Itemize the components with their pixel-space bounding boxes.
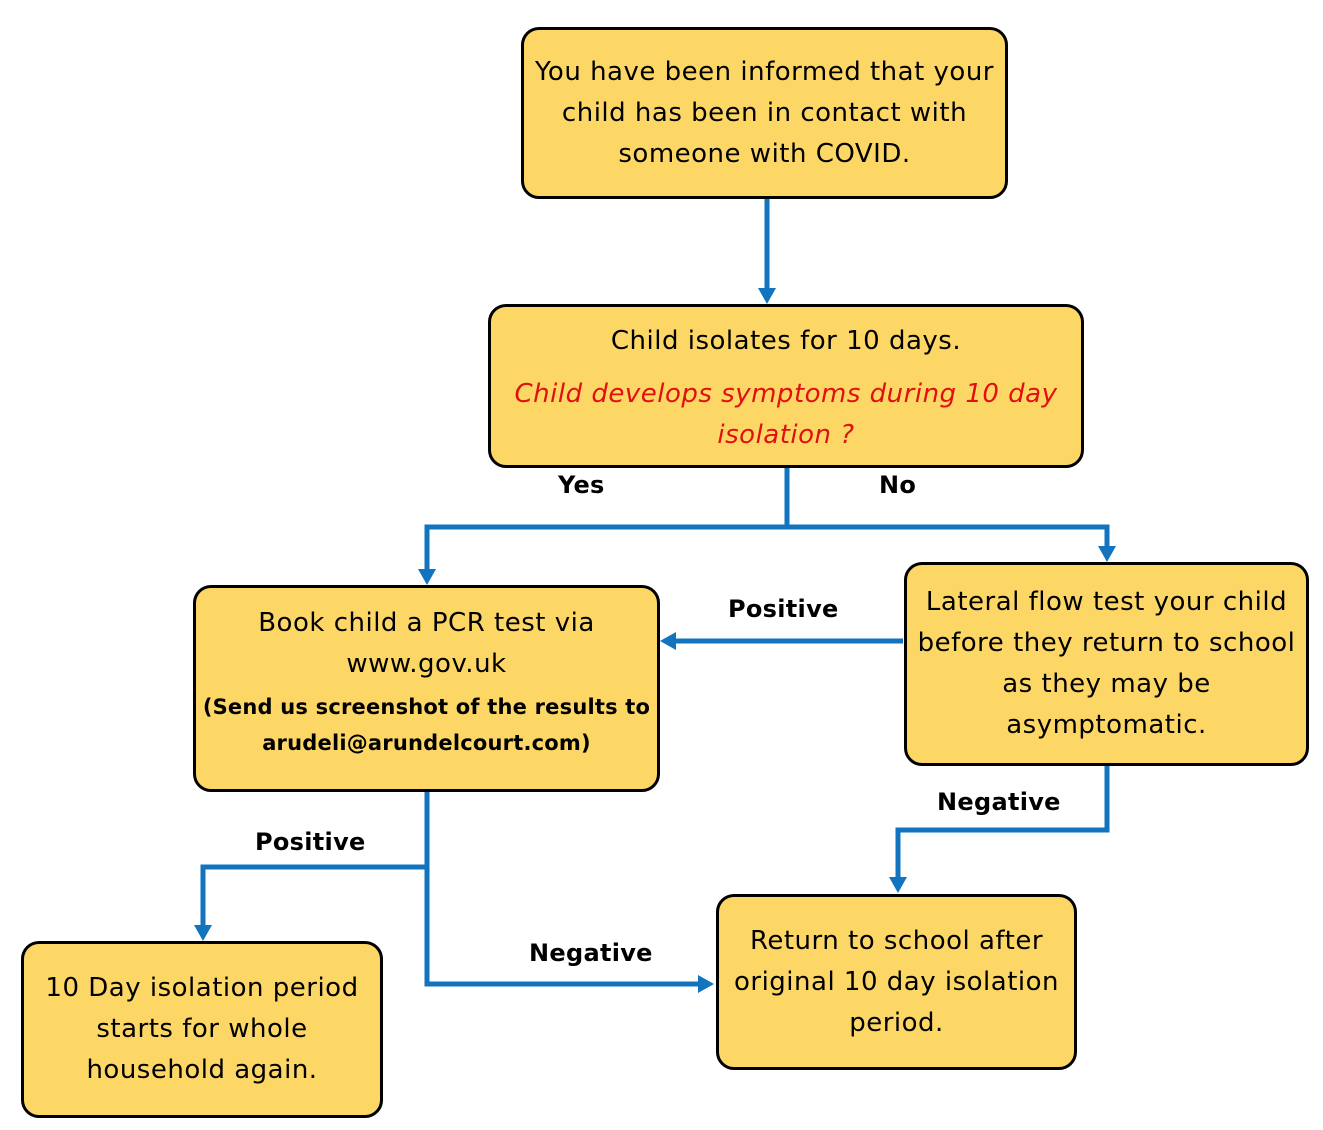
symptoms-question-line-1: Child develops symptoms during 10 day [514, 379, 1058, 409]
negative-lateral-label: Negative [937, 788, 1061, 816]
household-line-2: starts for whole [96, 1014, 308, 1044]
no-label: No [879, 471, 917, 499]
pcr-test-box: Book child a PCR test via www.gov.uk (Se… [193, 585, 660, 792]
start-line-3: someone with COVID. [618, 138, 911, 169]
pcr-line-1: Book child a PCR test via [258, 608, 595, 638]
positive-lateral-label: Positive [728, 595, 839, 623]
return-line-2: original 10 day isolation [733, 966, 1060, 997]
lateral-line-1: Lateral flow test your child [925, 587, 1288, 617]
lateral-line-3: as they may be [1002, 669, 1211, 699]
positive-pcr-label: Positive [255, 828, 366, 856]
return-line-1: Return to school after [749, 925, 1044, 956]
lateral-flow-box: Lateral flow test your child before they… [904, 562, 1309, 766]
arrow-isolate-to-pcr [424, 468, 790, 573]
start-line-1: You have been informed that your [535, 56, 994, 87]
arrowhead-isolate [758, 288, 776, 304]
pcr-note-line-2: arudeli@arundelcourt.com) [262, 731, 591, 755]
isolation-box: Child isolates for 10 days. Child develo… [488, 304, 1084, 468]
pcr-note-line-1: (Send us screenshot of the results to [202, 695, 651, 719]
pcr-link-text: www.gov.uk [346, 649, 507, 679]
household-line-1: 10 Day isolation period [45, 973, 359, 1003]
lateral-line-4: asymptomatic. [1006, 710, 1207, 740]
return-to-school-box: Return to school after original 10 day i… [716, 894, 1077, 1070]
start-line-2: child has been in contact with [561, 97, 968, 128]
yes-label: Yes [558, 471, 605, 499]
arrow-isolate-to-lateral [787, 524, 1110, 550]
return-line-3: period. [849, 1007, 944, 1038]
arrow-pcr-to-household [200, 792, 430, 928]
household-isolation-box: 10 Day isolation period starts for whole… [21, 941, 383, 1118]
arrowhead-lateral [1098, 546, 1116, 562]
arrowhead-pcr-from-lateral [660, 632, 676, 650]
start-box: You have been informed that your child h… [521, 27, 1008, 199]
arrowhead-return-from-lateral [889, 877, 907, 893]
arrow-pcr-to-return [424, 867, 700, 987]
symptoms-question-line-2: isolation ? [717, 420, 855, 450]
isolation-line: Child isolates for 10 days. [610, 326, 962, 356]
household-line-3: household again. [86, 1055, 318, 1085]
arrowhead-pcr [418, 569, 436, 585]
arrow-lateral-to-return [895, 765, 1110, 880]
arrowhead-household [194, 925, 212, 941]
lateral-line-2: before they return to school [917, 628, 1296, 658]
arrowhead-return-from-pcr [698, 975, 714, 993]
negative-pcr-label: Negative [529, 939, 653, 967]
